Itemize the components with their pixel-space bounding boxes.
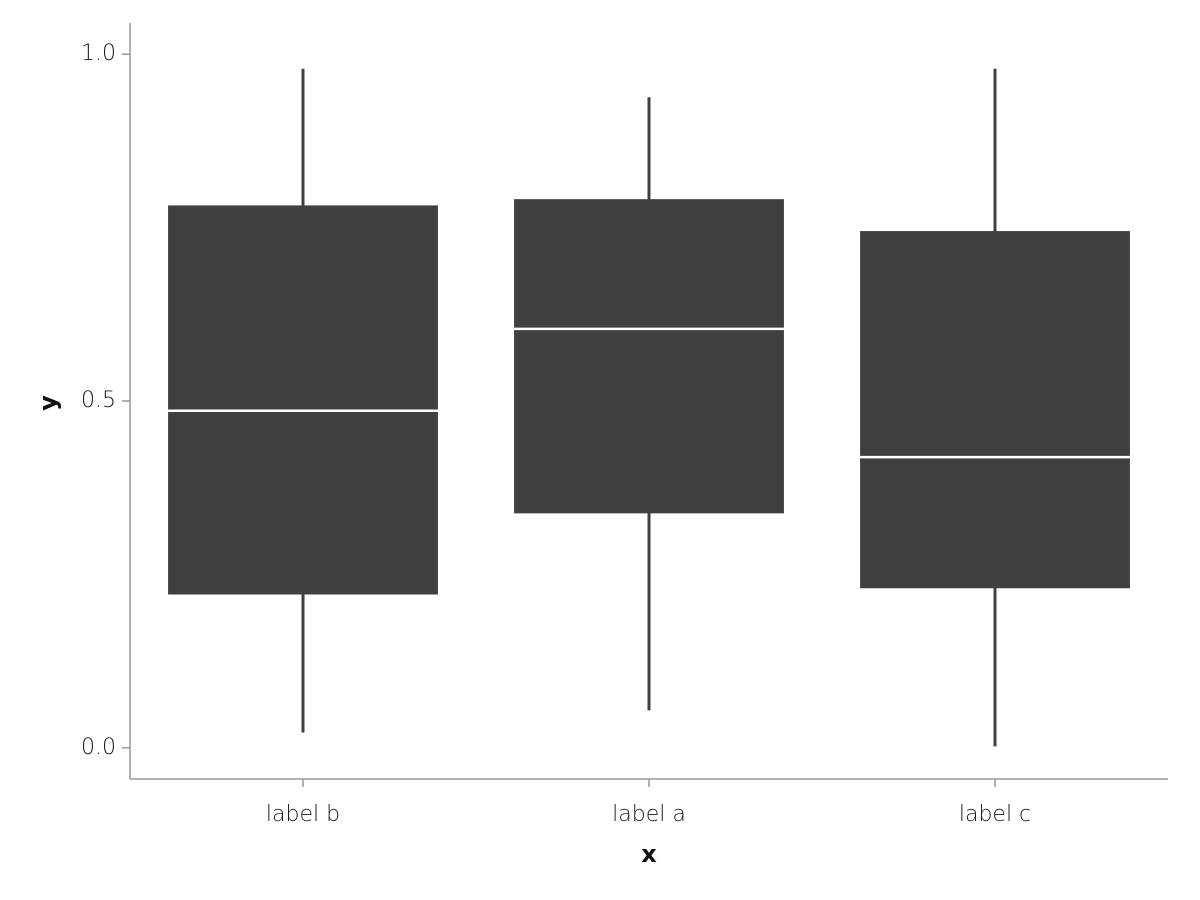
y-ticks: 0.0 0.5 1.0	[81, 41, 130, 760]
boxes-layer	[168, 68, 1130, 747]
box-label-c	[860, 68, 1130, 747]
box-body	[514, 199, 784, 514]
x-tick-label: label c	[959, 802, 1031, 827]
box-label-a	[514, 97, 784, 711]
x-axis-title: x	[641, 840, 657, 868]
box-body	[860, 231, 1130, 589]
x-tick-label: label b	[266, 802, 340, 827]
y-tick-label: 0.0	[81, 735, 116, 760]
y-tick-label: 0.5	[81, 388, 116, 413]
y-tick-label: 1.0	[81, 41, 116, 66]
box-label-b	[168, 68, 438, 733]
y-axis-title: y	[34, 395, 62, 411]
x-tick-label: label a	[612, 802, 686, 827]
x-ticks: label b label a label c	[266, 779, 1031, 827]
box-body	[168, 205, 438, 595]
